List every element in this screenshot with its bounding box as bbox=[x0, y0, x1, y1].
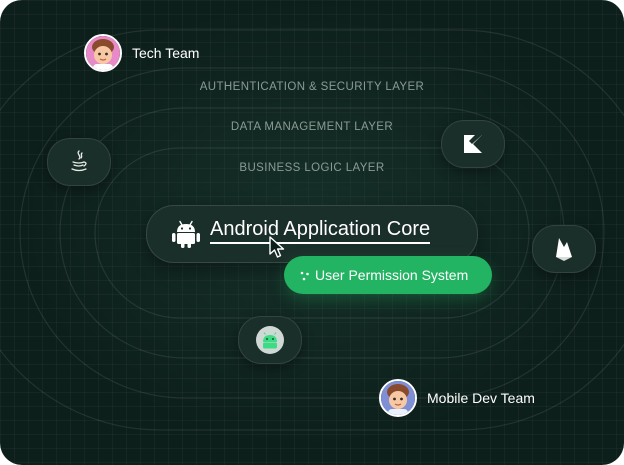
user-permission-pill[interactable]: User Permission System bbox=[284, 256, 492, 294]
core-card[interactable]: Android Application Core bbox=[146, 205, 478, 263]
android-icon bbox=[172, 220, 200, 248]
ring-security bbox=[19, 67, 605, 399]
dots-icon bbox=[300, 271, 309, 281]
avatar-portrait-icon bbox=[86, 36, 120, 70]
layer-label-security: AUTHENTICATION & SECURITY LAYER bbox=[199, 81, 425, 93]
team-label-mobile-dev: Mobile Dev Team bbox=[427, 390, 535, 406]
firebase-bubble[interactable] bbox=[532, 225, 596, 273]
kotlin-bubble[interactable] bbox=[441, 120, 505, 168]
core-title: Android Application Core bbox=[210, 218, 431, 244]
avatar-portrait-icon bbox=[381, 381, 415, 415]
team-label-tech: Tech Team bbox=[132, 45, 200, 61]
layer-label-business: BUSINESS LOGIC LAYER bbox=[239, 162, 385, 174]
java-icon bbox=[71, 150, 87, 172]
firebase-icon bbox=[556, 238, 572, 261]
avatar-mobile-dev-team[interactable] bbox=[379, 379, 417, 417]
layer-label-data: DATA MANAGEMENT LAYER bbox=[230, 121, 394, 133]
user-permission-label: User Permission System bbox=[315, 267, 469, 283]
cursor-icon bbox=[269, 236, 285, 258]
ring-business bbox=[94, 147, 530, 319]
avatar-tech-team[interactable] bbox=[84, 34, 122, 72]
kotlin-icon bbox=[464, 135, 482, 153]
ring-outermost bbox=[0, 29, 624, 431]
android-studio-bubble[interactable] bbox=[238, 316, 302, 364]
android-studio-icon bbox=[256, 326, 284, 354]
java-bubble[interactable] bbox=[47, 138, 111, 186]
